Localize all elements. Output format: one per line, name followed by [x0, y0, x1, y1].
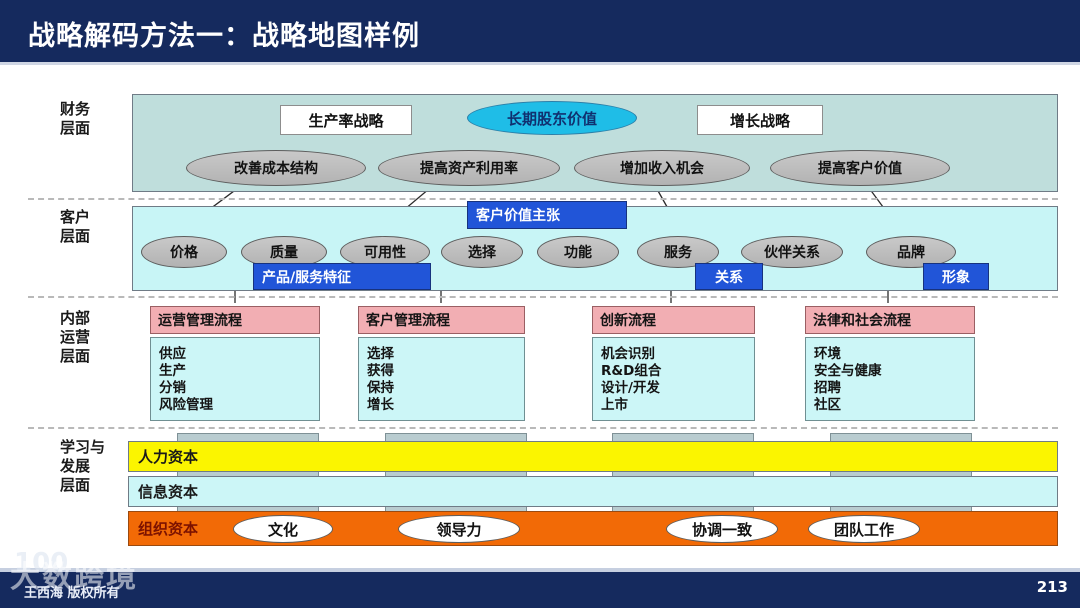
customer-attribute-price[interactable]: 价格: [141, 236, 227, 268]
process-header-innovation[interactable]: 创新流程: [592, 306, 755, 334]
customer-attribute-service[interactable]: 服务: [637, 236, 719, 268]
process-item: 社区: [814, 397, 841, 413]
process-body-legal-social: 环境 安全与健康 招聘 社区: [805, 337, 975, 421]
layer-label-customer: 客户 层面: [60, 208, 91, 245]
process-body-innovation: 机会识别 R&D组合 设计/开发 上市: [592, 337, 755, 421]
organization-item-alignment[interactable]: 协调一致: [666, 515, 778, 543]
layer-label-learning: 学习与 发展 层面: [60, 438, 106, 494]
process-header-operations[interactable]: 运营管理流程: [150, 306, 320, 334]
layer-label-financial: 财务 层面: [60, 100, 91, 137]
separator-customer-internal: [28, 296, 1058, 298]
process-item: 风险管理: [159, 397, 213, 413]
strategy-map-canvas: 财务 层面 生产率战略 增长战略 长期股东价值 改善成本结构 提高资产利用率 增…: [0, 65, 1080, 555]
goal-long-term-shareholder-value[interactable]: 长期股东价值: [467, 101, 637, 135]
customer-attribute-selection[interactable]: 选择: [441, 236, 523, 268]
process-item: 获得: [367, 363, 394, 379]
slide-header: [0, 0, 1080, 62]
separator-financial-customer: [28, 198, 1058, 200]
customer-attribute-availability[interactable]: 可用性: [340, 236, 430, 268]
process-item: 选择: [367, 346, 394, 362]
header-divider: [0, 62, 1080, 65]
page-number: 213: [1036, 578, 1068, 596]
capital-bar-human[interactable]: 人力资本: [128, 441, 1058, 472]
process-body-operations: 供应 生产 分销 风险管理: [150, 337, 320, 421]
customer-attribute-quality[interactable]: 质量: [241, 236, 327, 268]
process-item: 机会识别: [601, 346, 655, 362]
customer-group-product-service[interactable]: 产品/服务特征: [253, 263, 431, 290]
customer-attribute-function[interactable]: 功能: [537, 236, 619, 268]
process-item: 增长: [367, 397, 394, 413]
process-body-customer-management: 选择 获得 保持 增长: [358, 337, 525, 421]
strategy-box-growth[interactable]: 增长战略: [697, 105, 823, 135]
process-item: 保持: [367, 380, 394, 396]
process-item: 供应: [159, 346, 186, 362]
process-item: 环境: [814, 346, 841, 362]
process-item: 招聘: [814, 380, 841, 396]
organization-item-culture[interactable]: 文化: [233, 515, 333, 543]
process-header-legal-social[interactable]: 法律和社会流程: [805, 306, 975, 334]
customer-group-image[interactable]: 形象: [923, 263, 989, 290]
copyright-text: 王西海 版权所有: [24, 586, 120, 601]
process-item: 分销: [159, 380, 186, 396]
page-title: 战略解码方法一：战略地图样例: [28, 21, 420, 52]
customer-attribute-brand[interactable]: 品牌: [866, 236, 956, 268]
process-item: R&D组合: [601, 363, 662, 379]
financial-objective-revenue-opportunity[interactable]: 增加收入机会: [574, 150, 750, 186]
separator-internal-learning: [28, 427, 1058, 429]
process-item: 上市: [601, 397, 628, 413]
process-item: 生产: [159, 363, 186, 379]
capital-bar-information[interactable]: 信息资本: [128, 476, 1058, 507]
layer-label-internal: 内部 运营 层面: [60, 309, 91, 365]
strategy-box-productivity[interactable]: 生产率战略: [280, 105, 412, 135]
organization-item-leadership[interactable]: 领导力: [398, 515, 520, 543]
financial-objective-customer-value[interactable]: 提高客户价值: [770, 150, 950, 186]
financial-objective-cost-structure[interactable]: 改善成本结构: [186, 150, 366, 186]
financial-objective-asset-utilization[interactable]: 提高资产利用率: [378, 150, 560, 186]
slide-footer: [0, 572, 1080, 608]
process-item: 安全与健康: [814, 363, 882, 379]
process-item: 设计/开发: [601, 380, 660, 396]
organization-item-teamwork[interactable]: 团队工作: [808, 515, 920, 543]
process-header-customer-management[interactable]: 客户管理流程: [358, 306, 525, 334]
customer-group-relationship[interactable]: 关系: [695, 263, 763, 290]
customer-attribute-partnership[interactable]: 伙伴关系: [741, 236, 843, 268]
customer-value-proposition-bar[interactable]: 客户价值主张: [467, 201, 627, 229]
footer-divider: [0, 568, 1080, 572]
